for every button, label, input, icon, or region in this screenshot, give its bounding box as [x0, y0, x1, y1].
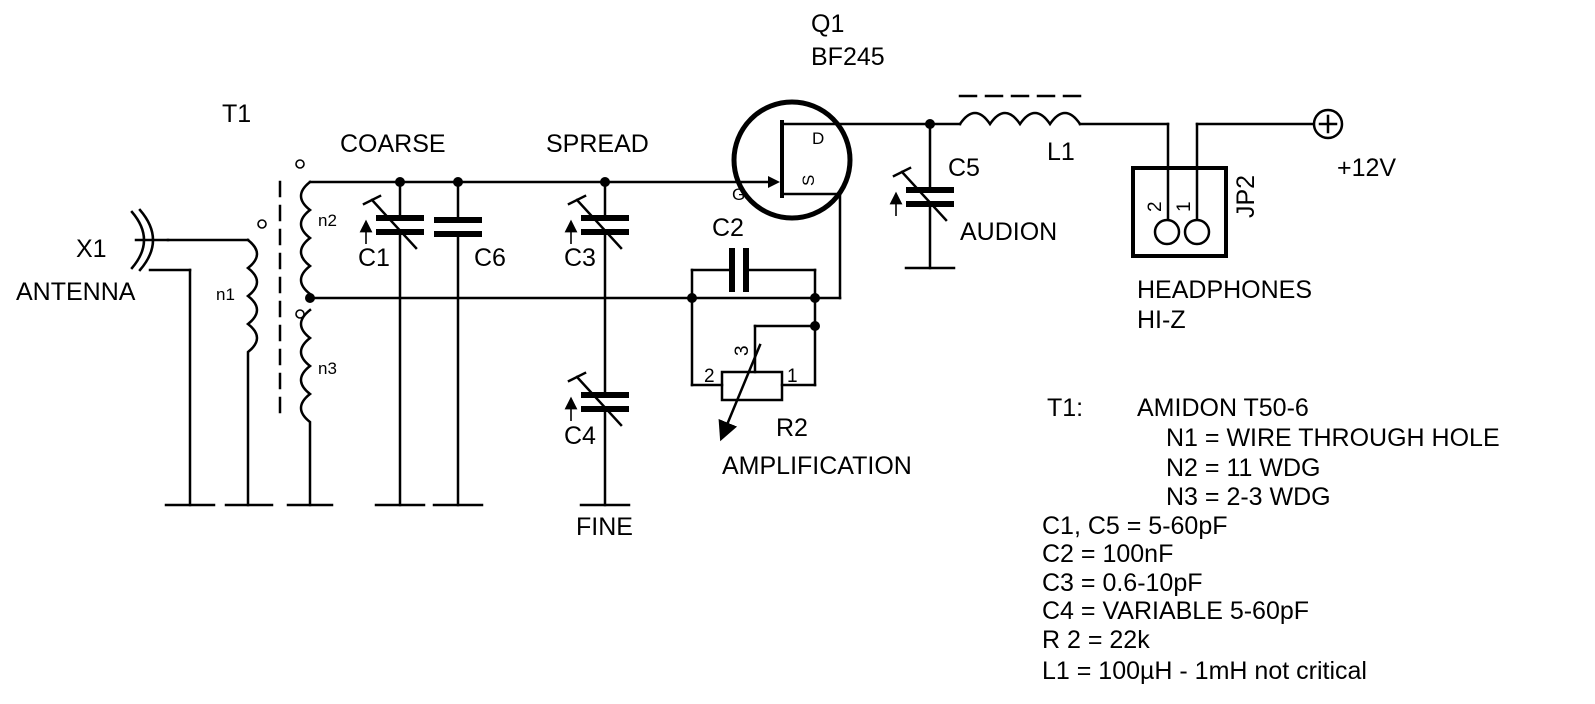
- inductor-l1: [928, 94, 1170, 220]
- label-headphones: HEADPHONES: [1137, 276, 1312, 304]
- q1-pin-d: D: [812, 129, 824, 148]
- label-n2: n2: [318, 211, 337, 230]
- label-c2: C2: [712, 214, 744, 242]
- label-q1-part: BF245: [811, 43, 885, 71]
- transformer-t1: [245, 159, 313, 507]
- r2-pin1-label: 1: [787, 366, 798, 387]
- label-hiz: HI-Z: [1137, 306, 1186, 334]
- label-q1: Q1: [811, 10, 844, 38]
- note-t1-n2: N2 = 11 WDG: [1166, 454, 1320, 482]
- label-n1: n1: [216, 285, 235, 304]
- label-fine: FINE: [576, 513, 633, 541]
- antenna-connector-x1: [130, 208, 250, 507]
- label-r2: R2: [776, 414, 808, 442]
- note-c2: C2 = 100nF: [1042, 540, 1173, 568]
- capacitor-c3: [564, 177, 629, 250]
- q1-pin-s: S: [799, 175, 818, 186]
- label-c4: C4: [564, 422, 596, 450]
- label-audion: AUDION: [960, 218, 1057, 246]
- potentiometer-r2: [690, 324, 817, 442]
- label-spread: SPREAD: [546, 130, 649, 158]
- label-c3: C3: [564, 244, 596, 272]
- label-jp2: JP2: [1232, 175, 1260, 218]
- capacitor-c2: [687, 248, 820, 387]
- parts-notes: T1: AMIDON T50-6 N1 = WIRE THROUGH HOLE …: [1042, 394, 1500, 685]
- note-l1: L1 = 100µH - 1mH not critical: [1042, 657, 1367, 685]
- capacitor-c5: [889, 119, 956, 270]
- note-c3: C3 = 0.6-10pF: [1042, 569, 1203, 597]
- label-t1: T1: [222, 100, 251, 128]
- label-c1: C1: [358, 244, 390, 272]
- q1-pin-g: G: [732, 185, 745, 204]
- label-antenna: ANTENNA: [16, 278, 136, 306]
- note-c4: C4 = VARIABLE 5-60pF: [1042, 597, 1309, 625]
- supply-terminal: [1312, 108, 1344, 140]
- label-c5: C5: [948, 154, 980, 182]
- headphone-jack-jp2: [1131, 122, 1314, 258]
- label-n3: n3: [318, 359, 337, 378]
- label-c6: C6: [474, 244, 506, 272]
- label-coarse: COARSE: [340, 130, 446, 158]
- note-t1-n3: N3 = 2-3 WDG: [1166, 483, 1331, 511]
- note-t1-core: AMIDON T50-6: [1137, 394, 1309, 422]
- note-t1-n1: N1 = WIRE THROUGH HOLE: [1166, 424, 1500, 452]
- capacitor-c6: [434, 177, 482, 507]
- note-t1-label: T1:: [1047, 394, 1083, 422]
- label-x1: X1: [76, 235, 107, 263]
- jp2-pin2-label: 2: [1145, 201, 1166, 212]
- transistor-q1: [731, 99, 932, 300]
- r2-pin3-label: 3: [732, 345, 753, 356]
- label-supply: +12V: [1337, 154, 1396, 182]
- label-l1: L1: [1047, 138, 1075, 166]
- r2-pin2-label: 2: [704, 366, 715, 387]
- capacitor-c4: [564, 371, 629, 427]
- capacitor-c1: [359, 177, 424, 507]
- label-amplification: AMPLIFICATION: [722, 452, 912, 480]
- note-c1c5: C1, C5 = 5-60pF: [1042, 512, 1228, 540]
- note-r2: R 2 = 22k: [1042, 626, 1150, 654]
- jp2-pin1-label: 1: [1174, 201, 1195, 212]
